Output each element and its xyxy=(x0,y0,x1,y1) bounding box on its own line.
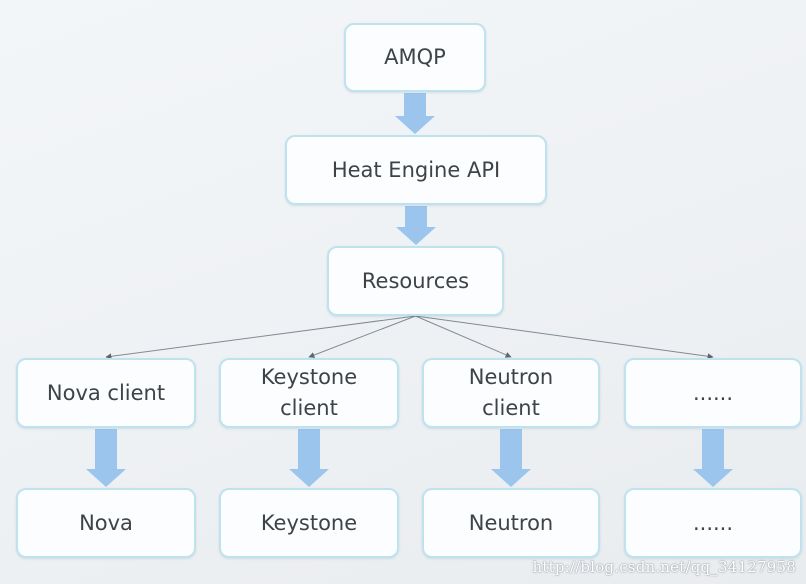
node-keystone: Keystone xyxy=(219,488,399,558)
edge-resources-to-nova-client-line-arrow xyxy=(105,315,416,360)
node-amqp: AMQP xyxy=(344,23,486,92)
node-neutron-label: Neutron xyxy=(468,510,554,535)
node-resources-label: Resources xyxy=(361,268,470,293)
node-more: ...... xyxy=(624,488,802,558)
node-nova-client: Nova client xyxy=(16,358,196,428)
node-more-client: ...... xyxy=(624,358,802,428)
node-resources: Resources xyxy=(327,246,504,316)
edge-resources-to-keystone-client-line-arrow xyxy=(308,315,416,358)
node-keystone-client-label: Keystone client xyxy=(260,365,358,420)
edge-more-client-to-more-block-arrow xyxy=(693,429,733,487)
watermark: http://blog.csdn.net/qq_34127958 xyxy=(532,558,796,576)
edge-amqp-to-heat-block-arrow xyxy=(395,93,435,134)
node-more-label: ...... xyxy=(692,510,734,535)
node-more-client-label: ...... xyxy=(692,380,734,405)
node-nova: Nova xyxy=(16,488,196,558)
node-keystone-client: Keystone client xyxy=(219,358,399,428)
edge-resources-to-more-client-line-arrow xyxy=(415,315,714,360)
edge-nova-client-to-nova-block-arrow xyxy=(86,429,126,487)
node-heat-engine-api-label: Heat Engine API xyxy=(331,157,501,182)
node-nova-client-label: Nova client xyxy=(46,380,166,405)
node-heat-engine-api: Heat Engine API xyxy=(285,135,547,205)
node-neutron-client-label: Neutron client xyxy=(468,365,554,420)
node-amqp-label: AMQP xyxy=(384,45,446,69)
node-neutron: Neutron xyxy=(422,488,600,558)
edge-neutron-client-to-neutron-block-arrow xyxy=(491,429,531,487)
node-keystone-label: Keystone xyxy=(260,510,358,535)
edge-keystone-client-to-keystone-block-arrow xyxy=(289,429,329,487)
node-nova-label: Nova xyxy=(79,510,133,535)
node-neutron-client: Neutron client xyxy=(422,358,600,428)
edge-resources-to-neutron-client-line-arrow xyxy=(415,315,512,358)
edge-heat-to-resources-block-arrow xyxy=(396,206,436,245)
